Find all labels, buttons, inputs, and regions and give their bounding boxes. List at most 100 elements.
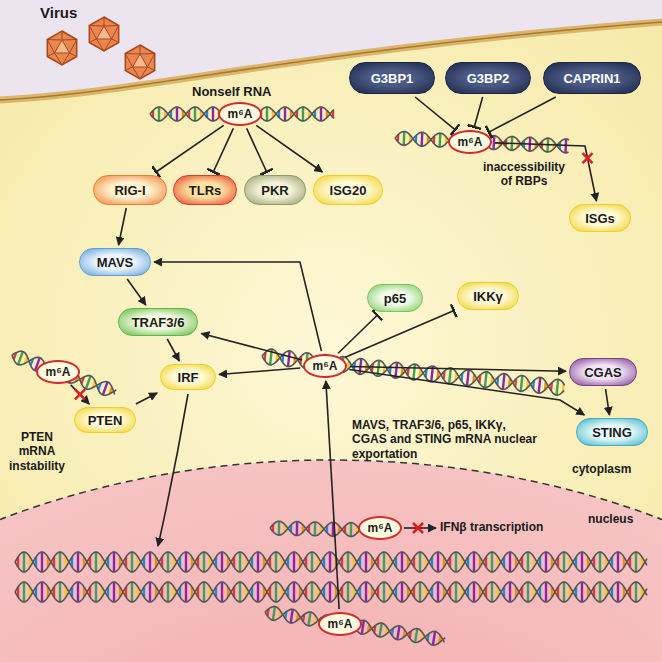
base-pair	[302, 107, 304, 121]
base-pair	[311, 552, 313, 572]
base-pair	[18, 351, 23, 364]
protein-pill: CAPRIN1	[543, 62, 641, 94]
base-pair	[95, 582, 97, 602]
pathway-connector	[338, 315, 377, 353]
base-pair	[273, 606, 275, 620]
base-pair	[402, 131, 405, 145]
node-text: IKKγ	[473, 289, 503, 304]
base-pair	[311, 582, 313, 602]
base-pair	[380, 623, 382, 637]
base-pair	[86, 376, 91, 389]
base-pair	[257, 552, 259, 572]
protein-pill: IKKγ	[457, 282, 519, 310]
pathway-connector	[219, 368, 300, 375]
base-pair	[329, 582, 331, 602]
base-pair	[221, 582, 223, 602]
base-pair	[581, 552, 583, 572]
protein-pill: G3BP1	[349, 62, 435, 94]
node-text: IRF	[178, 370, 199, 385]
base-pair	[275, 552, 277, 572]
base-pair	[113, 552, 115, 572]
base-pair	[635, 582, 637, 602]
base-pair	[167, 582, 169, 602]
pathway-connector	[71, 385, 90, 404]
base-pair	[545, 552, 547, 572]
base-pair	[491, 552, 493, 572]
node-text: CAPRIN1	[563, 71, 620, 86]
base-pair	[95, 552, 97, 572]
rna-strands	[10, 107, 647, 647]
pathway-connector	[489, 97, 556, 132]
annotation-label: PTEN mRNA instability	[6, 430, 68, 473]
base-pair	[275, 582, 277, 602]
annotation-label: Nonself RNA	[192, 84, 271, 100]
node-text: m⁶A	[328, 617, 353, 631]
base-pair	[492, 136, 495, 150]
m6a-mark: m⁶A	[36, 360, 80, 384]
m6a-mark: m⁶A	[303, 354, 347, 378]
nucleus-region	[0, 460, 662, 662]
base-pair	[113, 582, 115, 602]
base-pair	[221, 552, 223, 572]
base-pair	[59, 582, 61, 602]
base-pair	[149, 582, 151, 602]
nucleic-acid-strand	[15, 582, 647, 602]
m6a-mark: m⁶A	[448, 130, 492, 154]
base-pair	[545, 582, 547, 602]
block-cross	[75, 389, 85, 399]
base-pair	[41, 582, 43, 602]
protein-pill: RIG-I	[93, 175, 167, 205]
base-pair	[383, 552, 385, 572]
annotation-label: MAVS, TRAF3/6, p65, IKKγ, CGAS and STING…	[352, 418, 542, 461]
m6a-mark: m⁶A	[358, 516, 402, 540]
irf-nuclear-arrow	[158, 394, 188, 546]
virus-particle	[89, 17, 118, 51]
backbone	[270, 521, 372, 537]
base-pair	[467, 370, 469, 386]
base-pair	[347, 552, 349, 572]
node-text: m⁶A	[458, 135, 483, 149]
protein-pill: MAVS	[79, 248, 151, 276]
base-pair	[437, 582, 439, 602]
base-pair	[419, 582, 421, 602]
pathway-connector	[415, 97, 455, 130]
backbone	[10, 349, 118, 399]
base-pair	[420, 132, 423, 146]
annotation-label: Virus	[40, 4, 77, 22]
base-pair	[455, 582, 457, 602]
base-pair	[284, 107, 286, 121]
backbone	[261, 348, 565, 396]
base-pair	[521, 375, 523, 391]
virus-particle	[125, 45, 154, 79]
node-text: CGAS	[584, 365, 622, 380]
backbone	[15, 582, 647, 602]
base-pair	[308, 612, 310, 626]
protein-pill: CGAS	[569, 358, 637, 386]
base-pair	[473, 552, 475, 572]
base-pair	[266, 107, 268, 121]
node-text: m⁶A	[46, 365, 71, 379]
base-pair	[288, 351, 290, 367]
node-text: G3BP2	[467, 71, 510, 86]
base-pair	[413, 364, 415, 380]
protein-pill: PTEN	[74, 407, 137, 433]
pathway-connector	[156, 125, 224, 172]
pathway-connector	[154, 262, 321, 351]
base-pair	[581, 582, 583, 602]
base-pair	[503, 374, 505, 390]
base-pair	[365, 582, 367, 602]
block-cross	[413, 523, 423, 533]
annotation-label: IFNβ transcription	[440, 520, 543, 534]
m6a-mark: m⁶A	[318, 612, 362, 636]
backbone	[10, 349, 118, 399]
base-pair	[419, 552, 421, 572]
protein-pill: TLRs	[173, 175, 237, 205]
base-pair	[131, 582, 133, 602]
block-cross	[583, 153, 593, 163]
nucleic-acid-strand	[150, 107, 334, 121]
base-pair	[158, 107, 160, 121]
backbone	[264, 605, 446, 647]
